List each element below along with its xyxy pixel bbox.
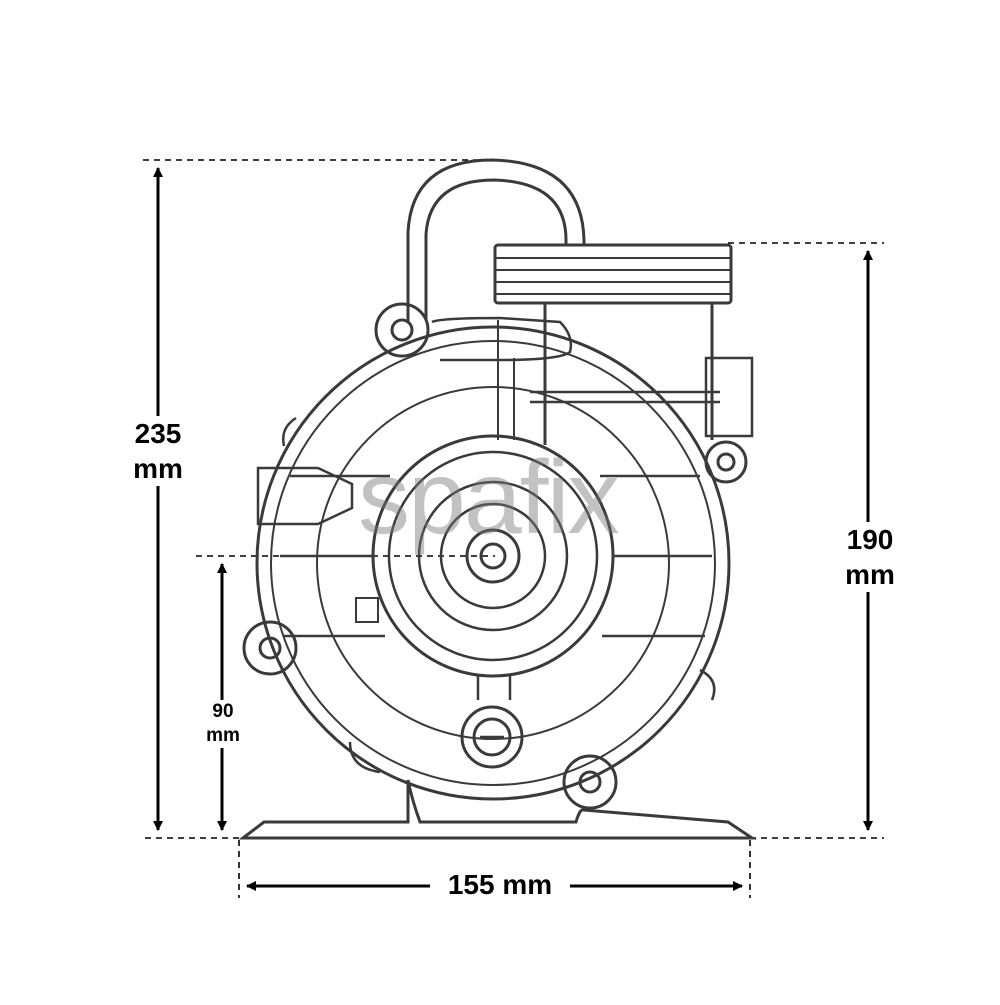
dimension-total-height: 235 mm: [118, 416, 198, 486]
inlet-height-value: 190: [846, 524, 894, 555]
inlet-height-unit: mm: [845, 559, 895, 590]
dimension-axis-height: 90 mm: [192, 700, 254, 748]
pump-outline: [238, 158, 757, 840]
dimension-base-width: 155 mm: [430, 868, 570, 902]
total-height-value: 235: [134, 418, 182, 449]
axis-height-unit: mm: [206, 724, 240, 746]
dimension-inlet-height: 190 mm: [828, 522, 912, 592]
brand-watermark: spafix: [358, 440, 620, 556]
total-height-unit: mm: [133, 453, 183, 484]
axis-height-value: 90: [212, 701, 234, 722]
